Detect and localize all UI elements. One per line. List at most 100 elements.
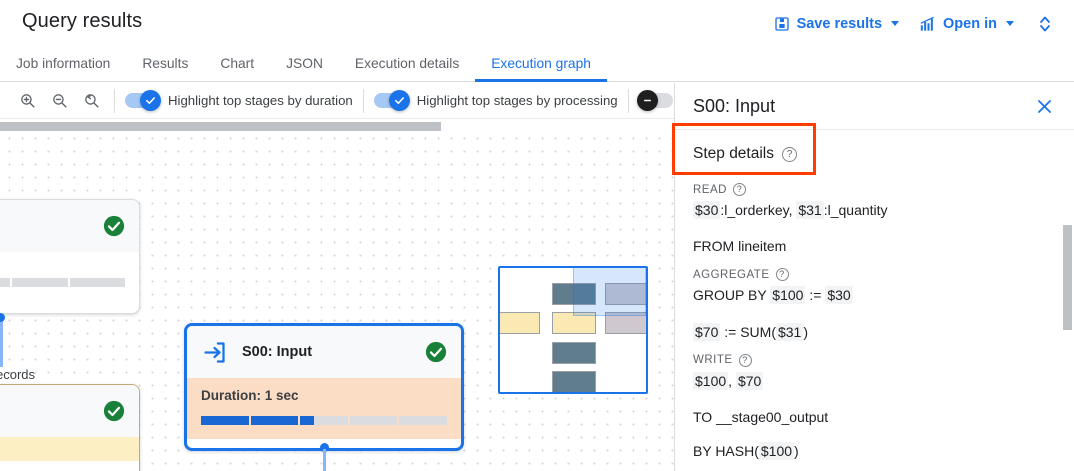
help-icon[interactable]: ? (733, 183, 746, 196)
read-value-text-b: :l_quantity (824, 202, 888, 218)
node-title-s00: S00: Input (242, 344, 411, 360)
tab-results[interactable]: Results (126, 57, 204, 81)
group-by-value: GROUP BY $100 := $30 (693, 285, 1056, 305)
read-value-text-a: :l_orderkey, (720, 202, 796, 218)
var-chip: $70 (736, 372, 763, 390)
open-in-label: Open in (943, 16, 997, 32)
panel-section-step-details: Step details ? (675, 130, 1074, 173)
minus-icon (637, 90, 658, 111)
node-body (0, 437, 139, 461)
read-label: READ (693, 184, 727, 196)
toggle-third[interactable] (639, 93, 673, 108)
save-results-label: Save results (797, 16, 882, 32)
page-header: Query results Save results (0, 0, 1074, 47)
graph-node-s00[interactable]: S00: Input Duration: 1 sec (184, 323, 464, 451)
help-icon[interactable]: ? (776, 268, 789, 281)
hash-line: BY HASH($100) (693, 443, 1056, 459)
minimap-viewport[interactable] (573, 266, 646, 316)
toolbar-divider (363, 89, 364, 113)
zoom-in-button[interactable] (14, 88, 40, 114)
tab-job-information[interactable]: Job information (0, 57, 126, 81)
edge-line-s00-a (323, 449, 326, 471)
hash-end: ) (794, 443, 799, 459)
graph-node-partial-bottom[interactable] (0, 384, 140, 471)
open-in-button[interactable]: Open in (909, 10, 1024, 38)
aggregate-label: AGGREGATE (693, 269, 770, 281)
var-chip: $31 (796, 201, 823, 219)
node-progress-bar-s00 (201, 416, 447, 425)
step-details-panel: S00: Input Step details ? READ ? $30:l_o… (674, 83, 1074, 471)
expand-collapse-button[interactable] (1024, 8, 1060, 40)
var-chip: $31 (776, 323, 803, 341)
var-chip: $100 (693, 372, 728, 390)
tab-execution-details[interactable]: Execution details (339, 57, 475, 81)
chevron-down-icon (891, 21, 899, 26)
page-title: Query results (22, 10, 142, 33)
hash-prefix: BY HASH( (693, 443, 759, 459)
toolbar-divider (114, 89, 115, 113)
panel-header: S00: Input (675, 83, 1074, 129)
tab-chart[interactable]: Chart (204, 57, 270, 81)
canvas-hscrollbar-thumb[interactable] (0, 122, 441, 131)
var-chip: $70 (693, 323, 720, 341)
panel-section-wrap: Step details ? (675, 129, 1074, 173)
node-body-s00: Duration: 1 sec (187, 378, 461, 439)
from-line: FROM lineitem (693, 238, 1056, 254)
zoom-out-button[interactable] (46, 88, 72, 114)
help-icon[interactable]: ? (782, 147, 797, 162)
read-value: $30:l_orderkey, $31:l_quantity (693, 200, 1056, 220)
minimap-node (552, 371, 596, 393)
toggle-label-duration: Highlight top stages by duration (168, 93, 353, 108)
graph-minimap[interactable] (498, 266, 648, 394)
to-line: TO __stage00_output (693, 409, 1056, 425)
aggregate-label-row: AGGREGATE ? (693, 268, 1056, 281)
write-mid: , (728, 373, 736, 389)
toggle-highlight-duration[interactable]: Highlight top stages by duration (125, 93, 353, 108)
var-chip: $30 (693, 201, 720, 219)
tab-json[interactable]: JSON (270, 57, 339, 81)
zoom-reset-button[interactable] (78, 88, 104, 114)
group-by-prefix: GROUP BY (693, 287, 770, 303)
edge-line-left-3 (0, 351, 3, 367)
step-details-label: Step details (693, 145, 774, 163)
panel-title: S00: Input (693, 96, 1031, 117)
node-header-s00: S00: Input (187, 326, 461, 378)
panel-content: READ ? $30:l_orderkey, $31:l_quantity FR… (675, 173, 1074, 459)
sum-mid: := SUM( (720, 324, 776, 340)
tab-bar: Job information Results Chart JSON Execu… (0, 47, 1074, 82)
edge-line-left (0, 317, 3, 351)
var-chip: $100 (770, 286, 805, 304)
chart-icon (919, 16, 936, 32)
read-label-row: READ ? (693, 183, 1056, 196)
check-icon (140, 90, 161, 111)
toggle-label-processing: Highlight top stages by processing (417, 93, 618, 108)
toggle-switch-third[interactable] (639, 93, 673, 108)
close-icon[interactable] (1031, 93, 1058, 120)
chevron-down-icon (1006, 21, 1014, 26)
minimap-node (498, 312, 540, 334)
save-results-button[interactable]: Save results (764, 10, 909, 38)
write-label: WRITE (693, 354, 733, 366)
zoom-controls (0, 88, 104, 114)
minimap-node (552, 342, 596, 364)
var-chip: $100 (759, 442, 794, 460)
success-check-icon (425, 341, 447, 363)
tab-execution-graph[interactable]: Execution graph (475, 57, 607, 81)
panel-scrollbar-thumb[interactable] (1063, 225, 1072, 330)
toggle-switch-duration[interactable] (125, 93, 159, 108)
header-actions: Save results Open in (764, 0, 1060, 47)
edge-label-left: ecords (0, 367, 35, 382)
input-icon (201, 339, 228, 366)
node-duration-s00: Duration: 1 sec (201, 388, 447, 403)
graph-toolbar: Highlight top stages by duration Highlig… (0, 83, 674, 119)
sum-line: $70 := SUM($31) (693, 324, 1056, 340)
toggle-switch-processing[interactable] (374, 93, 408, 108)
toolbar-divider (628, 89, 629, 113)
graph-node-partial-top[interactable] (0, 199, 140, 314)
write-label-row: WRITE ? (693, 354, 1056, 367)
help-icon[interactable]: ? (739, 354, 752, 367)
toggle-highlight-processing[interactable]: Highlight top stages by processing (374, 93, 618, 108)
node-progress-bar (0, 278, 125, 287)
success-check-icon (103, 400, 125, 422)
execution-graph-canvas[interactable]: ecords S00: Input (0, 119, 674, 471)
